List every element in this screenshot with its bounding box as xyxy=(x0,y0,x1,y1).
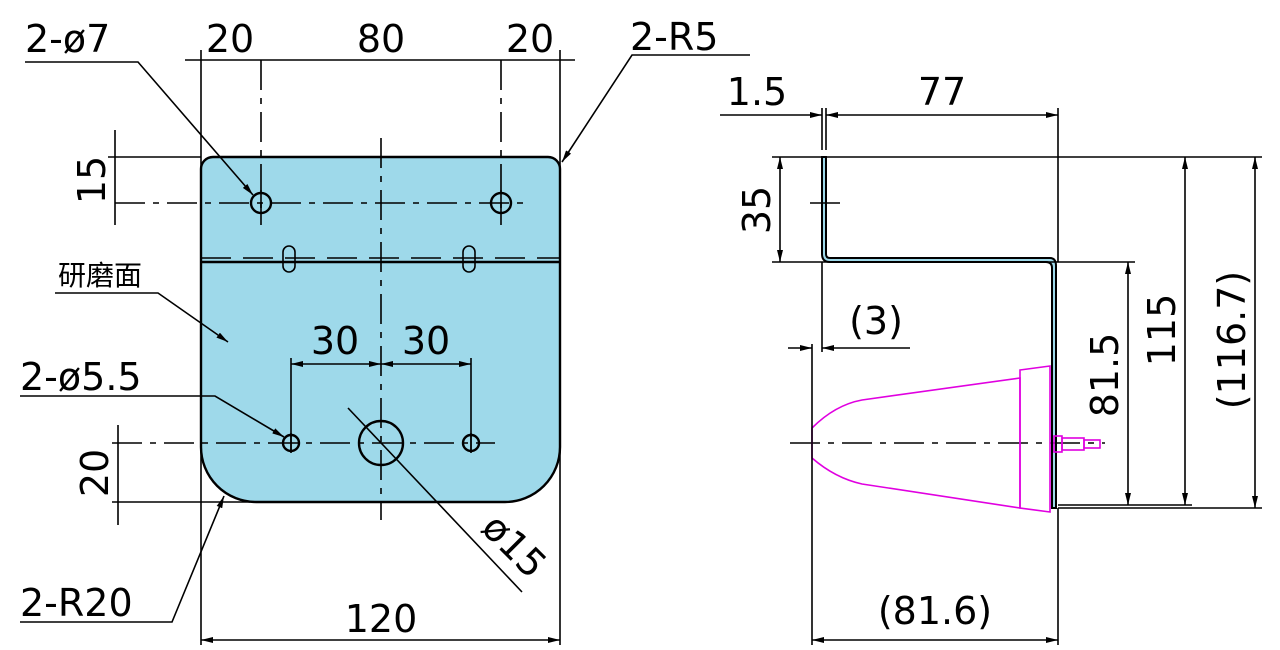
corner-top-callout: 2-R5 xyxy=(630,15,718,59)
front-view: 20 80 20 2-ø7 2-R5 15 研磨面 30 30 2-ø5.5 2… xyxy=(20,15,750,645)
dim-offset: (3) xyxy=(849,299,903,343)
center-hole-callout: ø15 xyxy=(473,505,555,587)
hole-top-callout: 2-ø7 xyxy=(25,17,110,61)
slot-right xyxy=(462,245,476,273)
dim-top-middle: 80 xyxy=(357,17,405,61)
mounted-part xyxy=(811,365,1101,513)
leader-center-hole xyxy=(347,407,523,593)
dim-thickness: 1.5 xyxy=(727,70,787,114)
dim-top-right: 20 xyxy=(506,17,554,61)
dim-overall-height: (116.7) xyxy=(1210,271,1254,409)
dim-lower-hole-vertical: 20 xyxy=(73,449,117,497)
leader-corner-top xyxy=(561,54,750,163)
side-view: 1.5 77 35 (3) 81.5 115 (116.7) (81.6) xyxy=(720,70,1262,645)
leader-hole-top xyxy=(25,61,254,196)
hole-lower-callout: 2-ø5.5 xyxy=(20,355,142,399)
hole-center xyxy=(357,419,405,467)
dim-lower-height: 81.5 xyxy=(1083,333,1127,418)
dim-lower-left: 30 xyxy=(311,319,359,363)
dim-hole-offset-vertical: 15 xyxy=(70,156,114,204)
leader-surface-note xyxy=(55,292,229,343)
dim-total-height: 115 xyxy=(1140,294,1184,367)
dim-width: 120 xyxy=(345,597,418,641)
leader-corner-bottom xyxy=(20,495,225,623)
corner-bottom-callout: 2-R20 xyxy=(20,581,133,625)
dim-lower-right: 30 xyxy=(402,319,450,363)
dim-top-left: 20 xyxy=(206,17,254,61)
dim-top-flange: 35 xyxy=(735,186,779,234)
surface-note: 研磨面 xyxy=(58,259,142,292)
dim-overall-depth: (81.6) xyxy=(878,589,992,633)
slot-left xyxy=(282,245,296,273)
dim-depth: 77 xyxy=(918,70,966,114)
leader-hole-lower xyxy=(20,395,285,438)
